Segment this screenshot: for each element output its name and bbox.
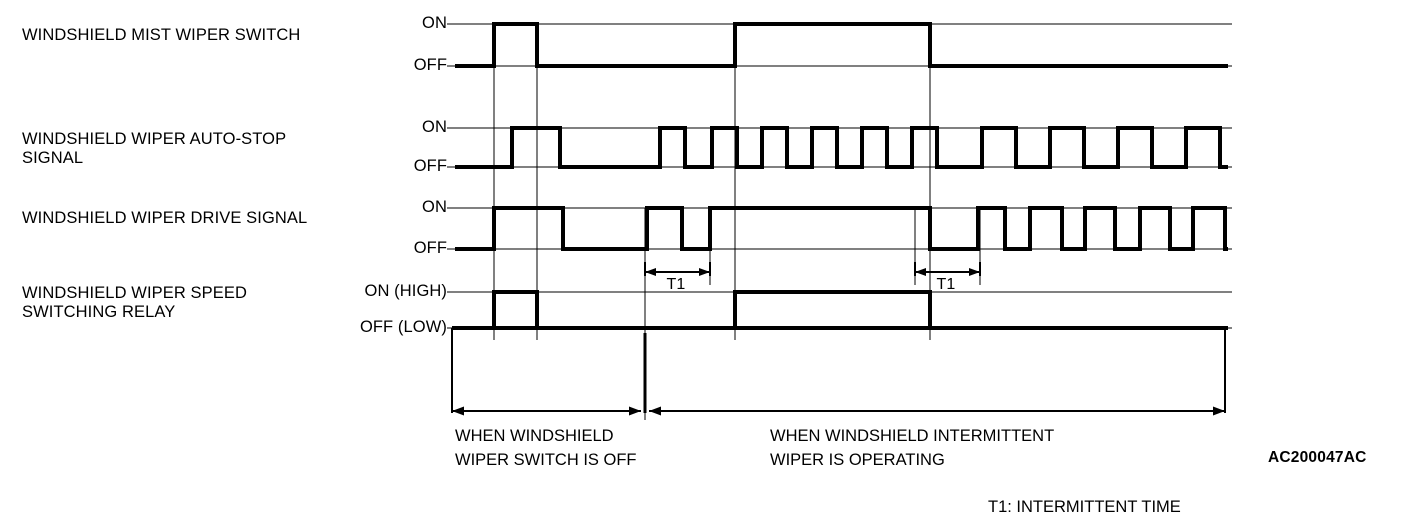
phase-annotation-right-line2: WIPER IS OPERATING — [770, 451, 945, 469]
signal-label-mist-wiper-switch: WINDSHIELD MIST WIPER SWITCH — [22, 26, 301, 44]
phase-span-arrowhead-1-2 — [629, 406, 641, 416]
interval-label-t1-right: T1 — [936, 276, 956, 293]
state-label-signal2-off: OFF — [413, 157, 447, 175]
phase-annotation-left-line1: WHEN WINDSHIELD — [455, 427, 614, 445]
waveform-trace-1 — [455, 22, 1228, 68]
phase-span-arrowhead-1-1 — [452, 406, 464, 416]
phase-span-arrowhead-2-2 — [1213, 406, 1225, 416]
state-label-signal3-off: OFF — [413, 239, 447, 257]
phase-annotation-right-line1: WHEN WINDSHIELD INTERMITTENT — [770, 427, 1055, 445]
transition-gridlines — [493, 24, 981, 420]
t1-arrowhead-2-2 — [969, 268, 980, 276]
state-label-signal3-on: ON — [422, 198, 447, 216]
signal-label-speed-relay-line1: WINDSHIELD WIPER SPEED — [22, 284, 247, 302]
waveform-trace-3 — [455, 206, 1228, 251]
phase-span-brackets — [451, 326, 1226, 416]
state-label-signal1-off: OFF — [413, 56, 447, 74]
state-label-signal2-on: ON — [422, 118, 447, 136]
waveform-trace-4 — [455, 290, 1228, 330]
signal-label-drive-signal: WINDSHIELD WIPER DRIVE SIGNAL — [22, 209, 308, 227]
legend-note-t1: T1: INTERMITTENT TIME — [988, 498, 1181, 516]
phase-span-arrowhead-2-1 — [649, 406, 661, 416]
signal-label-auto-stop-line2: SIGNAL — [22, 149, 84, 167]
signal-label-auto-stop-line1: WINDSHIELD WIPER AUTO-STOP — [22, 130, 287, 148]
signal-label-speed-relay-line2: SWITCHING RELAY — [22, 303, 176, 321]
t1-arrowhead-1-2 — [699, 268, 710, 276]
phase-annotation-left-line2: WIPER SWITCH IS OFF — [455, 451, 637, 469]
interval-markers — [644, 262, 981, 276]
state-label-signal1-on: ON — [422, 14, 447, 32]
t1-arrowhead-1-1 — [645, 268, 656, 276]
figure-code: AC200047AC — [1268, 449, 1367, 466]
waveform-trace-2 — [455, 126, 1228, 169]
state-label-signal4-off: OFF (LOW) — [359, 318, 447, 336]
baseline-rules — [447, 23, 1232, 329]
waveform-traces — [455, 22, 1228, 330]
interval-label-t1-left: T1 — [666, 276, 686, 293]
t1-arrowhead-2-1 — [915, 268, 926, 276]
state-label-signal4-on: ON (HIGH) — [364, 282, 447, 300]
